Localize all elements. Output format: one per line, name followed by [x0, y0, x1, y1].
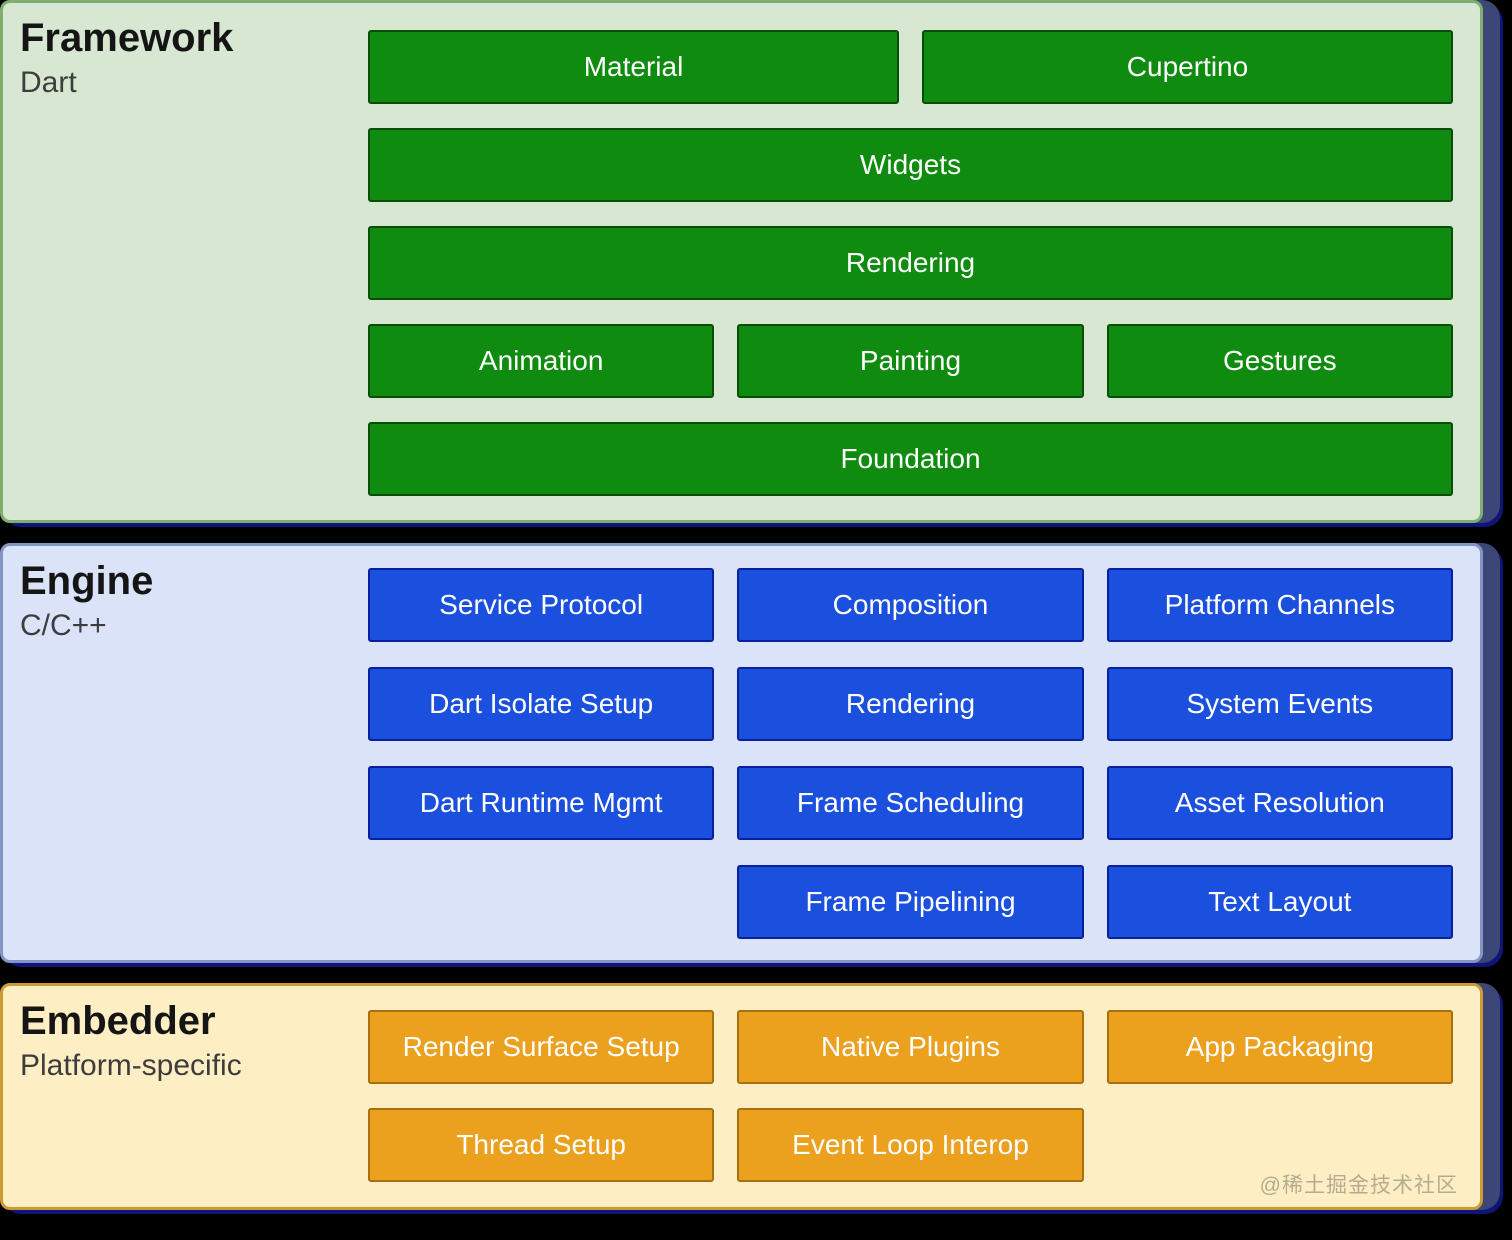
- section-framework: Framework Dart Material Cupertino Widget…: [0, 0, 1483, 523]
- block-gestures: Gestures: [1106, 324, 1453, 398]
- section-engine: Engine C/C++ Service Protocol Compositio…: [0, 543, 1483, 963]
- block-foundation: Foundation: [368, 422, 1453, 496]
- engine-title: Engine: [20, 559, 154, 603]
- block-render-surface-setup: Render Surface Setup: [368, 1010, 715, 1084]
- block-frame-pipelining: Frame Pipelining: [737, 865, 1084, 939]
- embedder-label-column: Embedder Platform-specific: [3, 986, 368, 1207]
- framework-title: Framework: [20, 16, 234, 60]
- block-text-layout: Text Layout: [1106, 865, 1453, 939]
- framework-subtitle: Dart: [20, 66, 77, 99]
- section-engine-wrap: Engine C/C++ Service Protocol Compositio…: [0, 543, 1500, 963]
- block-system-events: System Events: [1106, 667, 1453, 741]
- flutter-architecture-diagram: Framework Dart Material Cupertino Widget…: [0, 0, 1500, 1210]
- engine-block-grid: Service Protocol Composition Platform Ch…: [368, 546, 1480, 960]
- section-embedder: Embedder Platform-specific Render Surfac…: [0, 983, 1483, 1210]
- block-rendering-framework: Rendering: [368, 226, 1453, 300]
- block-service-protocol: Service Protocol: [368, 568, 715, 642]
- block-frame-scheduling: Frame Scheduling: [737, 766, 1084, 840]
- engine-subtitle: C/C++: [20, 609, 107, 642]
- engine-label-column: Engine C/C++: [3, 546, 368, 960]
- section-embedder-wrap: Embedder Platform-specific Render Surfac…: [0, 983, 1500, 1210]
- embedder-subtitle: Platform-specific: [20, 1049, 242, 1082]
- block-composition: Composition: [737, 568, 1084, 642]
- block-material: Material: [368, 30, 899, 104]
- section-framework-wrap: Framework Dart Material Cupertino Widget…: [0, 0, 1500, 523]
- embedder-block-grid: Render Surface Setup Native Plugins App …: [368, 986, 1480, 1207]
- block-widgets: Widgets: [368, 128, 1453, 202]
- block-dart-runtime-mgmt: Dart Runtime Mgmt: [368, 766, 715, 840]
- block-dart-isolate-setup: Dart Isolate Setup: [368, 667, 715, 741]
- block-cupertino: Cupertino: [922, 30, 1453, 104]
- block-event-loop-interop: Event Loop Interop: [737, 1108, 1084, 1182]
- block-rendering-engine: Rendering: [737, 667, 1084, 741]
- framework-label-column: Framework Dart: [3, 3, 368, 520]
- block-app-packaging: App Packaging: [1106, 1010, 1453, 1084]
- block-painting: Painting: [737, 324, 1084, 398]
- block-thread-setup: Thread Setup: [368, 1108, 715, 1182]
- block-animation: Animation: [368, 324, 715, 398]
- block-platform-channels: Platform Channels: [1106, 568, 1453, 642]
- watermark-text: @稀土掘金技术社区: [1259, 1174, 1458, 1197]
- embedder-title: Embedder: [20, 999, 216, 1043]
- block-native-plugins: Native Plugins: [737, 1010, 1084, 1084]
- framework-block-grid: Material Cupertino Widgets Rendering Ani…: [368, 3, 1480, 520]
- block-asset-resolution: Asset Resolution: [1106, 766, 1453, 840]
